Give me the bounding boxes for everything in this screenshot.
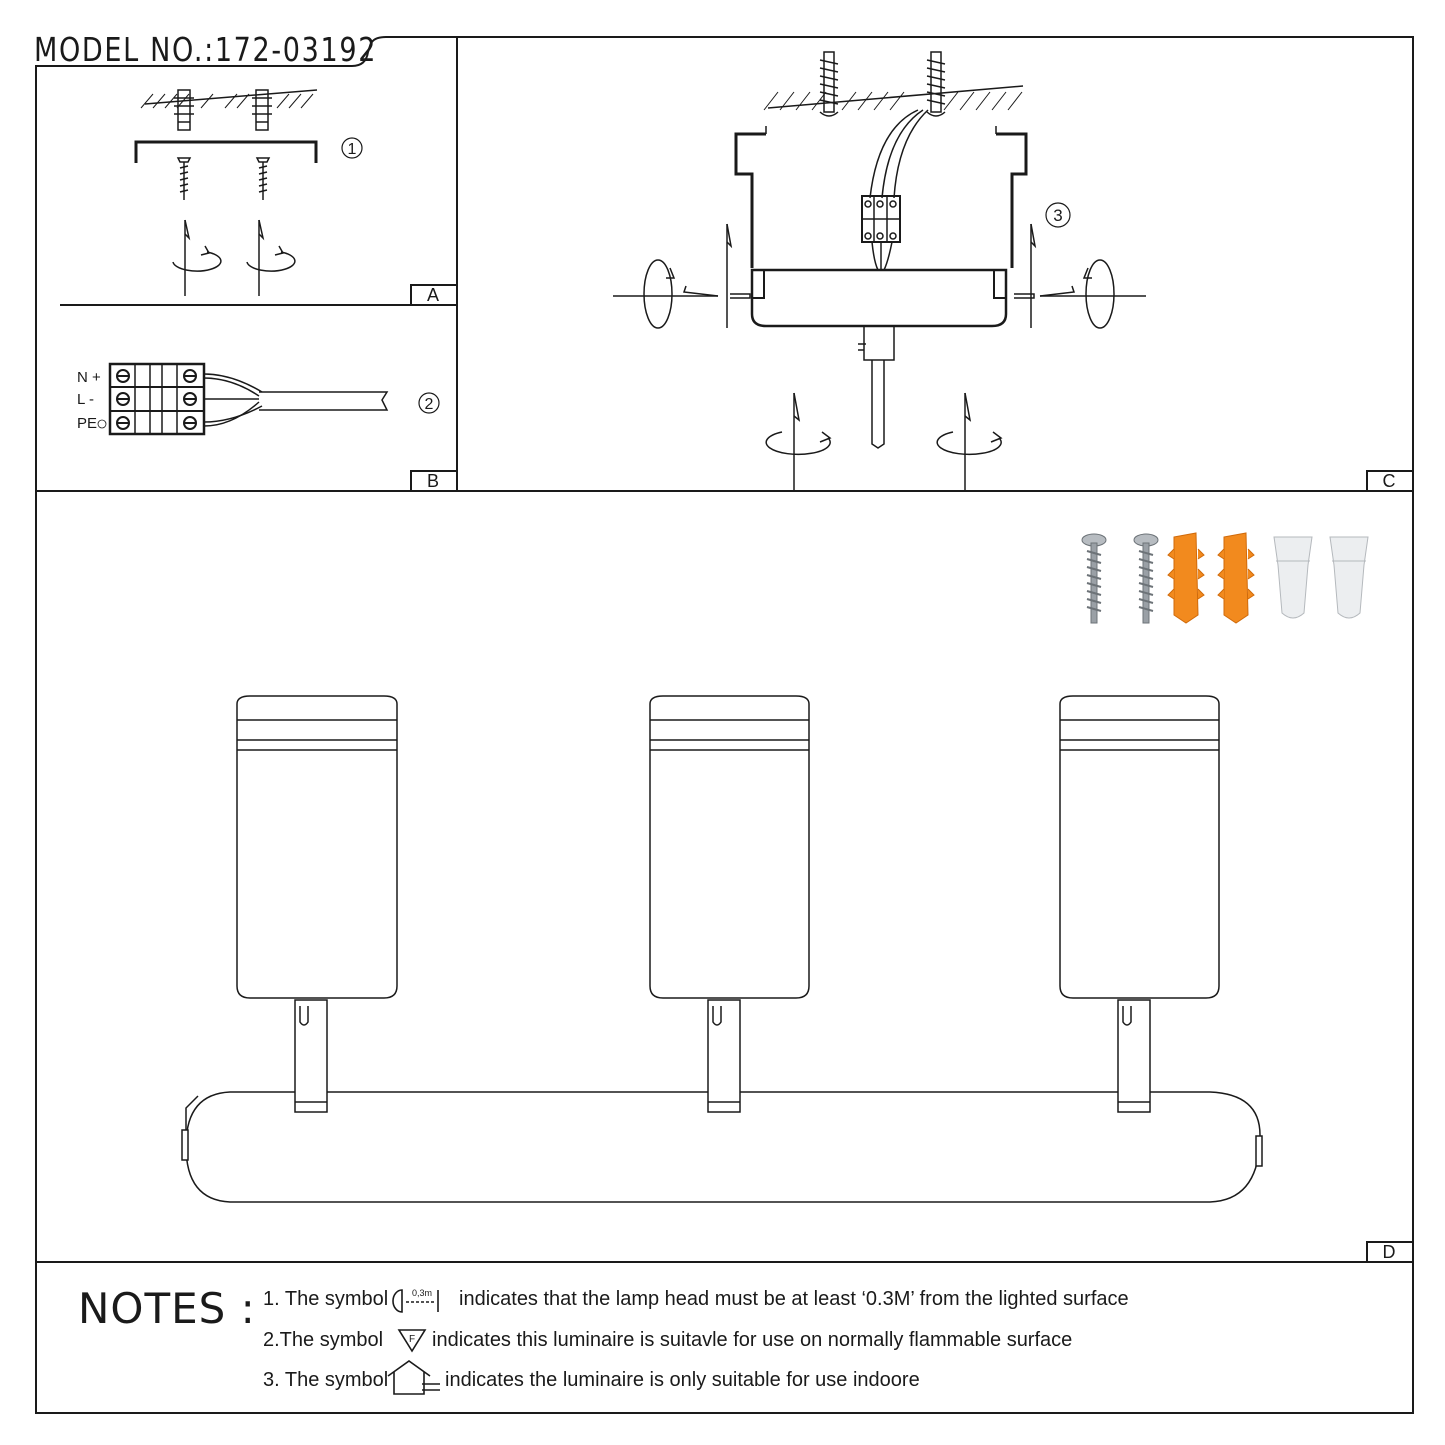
screw-left	[176, 157, 192, 200]
rotate-arrow-right	[1030, 223, 1146, 329]
wall-plug-left	[174, 89, 194, 131]
panel-a-bracket-diagram: 1	[134, 89, 363, 296]
rotate-arrow-bottom-right	[936, 392, 1003, 490]
lamp-head-center	[649, 695, 810, 999]
ceiling-screw-right	[926, 51, 946, 117]
fixture-base	[185, 1091, 1261, 1203]
panel-b-label: B	[426, 471, 439, 491]
lamp-head-left	[236, 695, 398, 999]
ceiling-bracket	[734, 132, 1028, 268]
earth-symbol-icon	[97, 419, 107, 429]
screw-icon	[1081, 533, 1159, 624]
insert-arrow-left	[172, 219, 222, 296]
terminal-label-earth: PE	[77, 415, 97, 432]
canopy-base	[750, 268, 1008, 328]
model-number: MODEL NO.:172-03192	[34, 30, 378, 69]
notes-heading: NOTES :	[78, 1284, 256, 1333]
rotate-arrow-bottom-left	[765, 392, 832, 490]
wire-connector-icon	[1273, 536, 1369, 619]
wall-plug-right	[252, 89, 272, 131]
mounting-bracket	[134, 140, 318, 163]
indoor-use-icon	[387, 1360, 440, 1395]
note-2-text: indicates this luminaire is suitavle for…	[432, 1329, 1073, 1351]
step-2-number: 2	[425, 396, 434, 413]
flammable-surface-icon: F	[397, 1329, 427, 1353]
panel-c-canopy-diagram: 3	[613, 51, 1146, 490]
note-1-prefix: 1. The symbol	[263, 1288, 389, 1310]
power-cable	[259, 391, 389, 411]
track-light-fixture	[181, 695, 1263, 1203]
panel-b-wiring-diagram: N + L - PE 2	[77, 362, 440, 436]
ceiling-screw-left	[819, 51, 839, 117]
distance-symbol-text: 0,3m	[412, 1288, 432, 1298]
panel-d-hardware-kit	[1081, 532, 1369, 624]
panel-a-label: A	[426, 285, 439, 305]
terminal-label-live: L -	[77, 391, 94, 408]
note-1-text: indicates that the lamp head must be at …	[459, 1288, 1129, 1310]
flammable-symbol-text: F	[409, 1334, 415, 1345]
screw-right	[255, 157, 271, 200]
terminal-label-neutral: N +	[77, 369, 101, 386]
distance-symbol-icon: 0,3m	[392, 1288, 439, 1313]
rotate-arrow-left	[613, 223, 733, 329]
note-3-text: indicates the luminaire is only suitable…	[445, 1369, 920, 1391]
lamp-head-right	[1059, 695, 1220, 999]
panel-d-label: D	[1382, 1242, 1396, 1262]
note-3-prefix: 3. The symbol	[263, 1369, 389, 1391]
panel-c-label: C	[1382, 471, 1396, 491]
wall-plug-icon	[1167, 532, 1255, 624]
note-2-prefix: 2.The symbol	[263, 1329, 384, 1351]
insert-arrow-right	[246, 219, 296, 296]
step-3-number: 3	[1053, 206, 1062, 225]
step-1-number: 1	[348, 141, 357, 158]
